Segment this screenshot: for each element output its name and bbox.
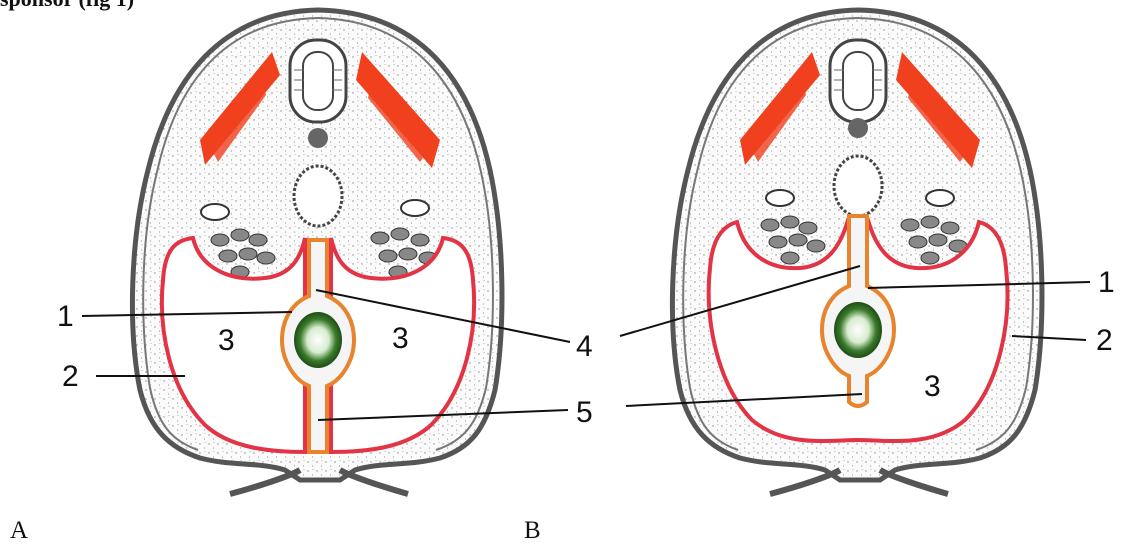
panel-b-label-2: 2 — [1096, 326, 1113, 356]
panel-a-label-1: 1 — [57, 302, 74, 332]
panel-a-label-2: 2 — [62, 362, 79, 392]
panel-a-label-3-right: 3 — [392, 324, 409, 354]
panel-b-aorta — [834, 156, 882, 216]
panel-a-aorta — [294, 166, 342, 226]
panel-b-section — [620, 10, 1090, 494]
panel-b-ventral-membrane — [770, 470, 840, 494]
panel-a-ventral-membrane — [230, 470, 300, 494]
panel-b-gut — [834, 302, 882, 358]
panel-a-gut — [294, 312, 342, 368]
panel-b-caption: B — [524, 518, 541, 543]
panel-a-label-3-left: 3 — [218, 326, 235, 356]
panel-b-label-3: 3 — [924, 372, 941, 402]
panel-a-label-5: 5 — [576, 398, 593, 428]
panel-b-notochord — [848, 118, 868, 138]
panel-a-notochord — [308, 128, 328, 148]
panel-a-caption: A — [10, 518, 28, 543]
panel-a-label-4: 4 — [576, 332, 593, 362]
panel-a-section — [82, 10, 570, 494]
panel-b-label-1: 1 — [1098, 268, 1115, 298]
